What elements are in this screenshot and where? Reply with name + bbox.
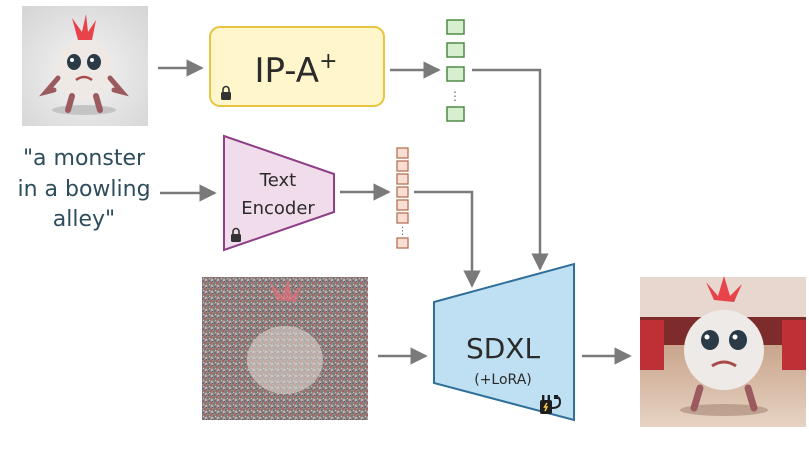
arrow-text-tokens-to-sdxl — [414, 190, 481, 288]
text-encoder-block: Text Encoder — [223, 134, 335, 252]
image-token — [446, 106, 465, 122]
flow-arrows — [158, 59, 632, 365]
text-encoder-line-1: Text — [259, 170, 296, 191]
reference-image — [22, 6, 148, 126]
text-token — [396, 199, 409, 211]
text-prompt: "a monster in a bowling alley" — [17, 146, 150, 232]
image-embedding-tokens — [446, 19, 465, 122]
text-embedding-tokens — [396, 147, 409, 249]
text-token — [396, 173, 409, 185]
plug-icon — [540, 395, 562, 414]
ip-adapter-box — [209, 26, 385, 107]
image-token — [446, 66, 465, 82]
sdxl-shape — [433, 262, 575, 422]
sdxl-label: SDXL — [466, 332, 541, 365]
text-token — [396, 212, 409, 224]
image-token — [446, 19, 465, 35]
text-token — [396, 160, 409, 172]
monster-figure — [38, 14, 130, 115]
prompt-line-3: alley" — [53, 207, 115, 232]
text-encoder-shape — [223, 134, 335, 252]
text-token — [396, 147, 409, 159]
lock-icon — [231, 227, 241, 242]
noisy-latent-image — [202, 277, 368, 420]
text-token — [396, 237, 409, 249]
ip-adapter-label: IP-A+ — [254, 49, 337, 91]
output-image — [640, 276, 806, 427]
ip-adapter-block: IP-A+ — [209, 26, 385, 107]
prompt-line-2: in a bowling — [17, 177, 150, 202]
image-tokens-ellipsis: ⋮ — [449, 89, 461, 103]
arrow-image-tokens-to-sdxl — [472, 68, 549, 271]
lock-icon — [221, 85, 231, 100]
sdxl-block: SDXL (+LoRA) — [433, 262, 575, 422]
text-tokens-ellipsis: ⋮ — [398, 226, 408, 237]
image-token — [446, 42, 465, 58]
prompt-line-1: "a monster — [23, 146, 146, 171]
text-encoder-line-2: Encoder — [241, 198, 315, 219]
sdxl-sublabel: (+LoRA) — [474, 372, 532, 388]
text-token — [396, 186, 409, 198]
